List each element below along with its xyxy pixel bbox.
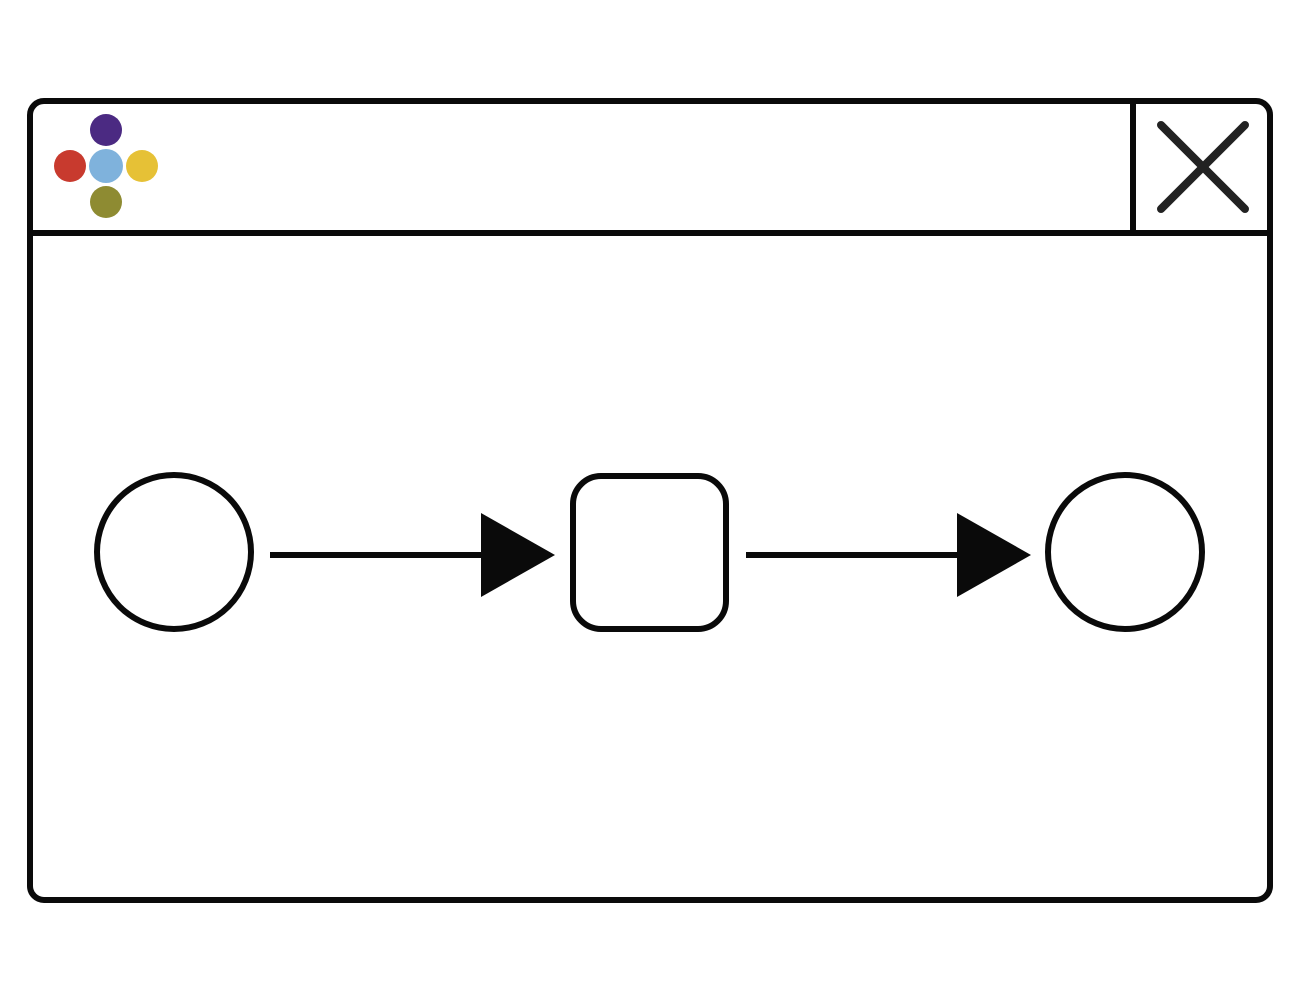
logo-dot-bottom (90, 186, 122, 218)
logo-dot-left (54, 150, 86, 182)
start-event-node (94, 472, 254, 632)
logo-dot-top (90, 114, 122, 146)
task-node (570, 473, 729, 632)
close-icon[interactable] (1157, 121, 1249, 213)
logo-dot-center-fill (89, 149, 123, 183)
process-diagram (94, 472, 1205, 632)
flow-arrow-2 (746, 513, 1031, 597)
logo-dot-right (126, 150, 158, 182)
four-color-dots-logo-icon (54, 114, 158, 218)
end-event-node (1045, 472, 1205, 632)
close-button[interactable] (1130, 103, 1267, 232)
flow-arrow-1 (270, 513, 555, 597)
